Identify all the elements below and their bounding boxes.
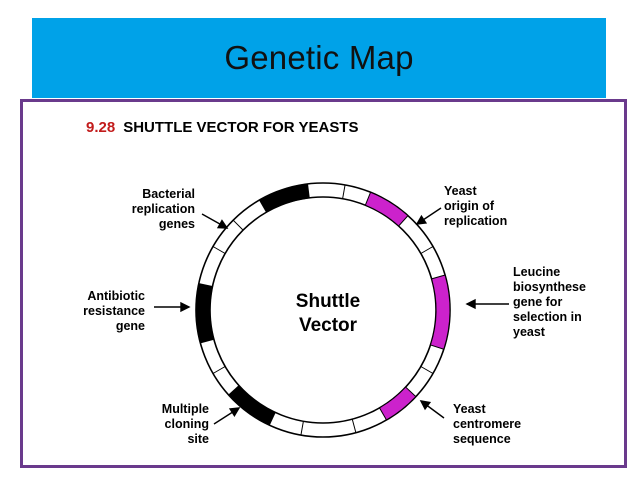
yeast-origin-segment (364, 191, 409, 227)
ring-divider (232, 219, 244, 231)
plasmid-diagram (154, 182, 509, 438)
ring-divider (351, 419, 357, 433)
label-line: Yeast (453, 402, 486, 416)
label-line: replication (131, 202, 195, 216)
leucine-gene-segment (429, 274, 451, 350)
label-line: Multiple (161, 402, 209, 416)
ring-divider (342, 184, 346, 199)
label-line: biosynthese (513, 280, 586, 294)
ring-divider (212, 366, 226, 374)
title-bar: Genetic Map (32, 18, 606, 98)
yeast-centromere-segment (378, 386, 417, 421)
multiple-cloning-segment (227, 384, 276, 426)
label-line: Antibiotic (87, 289, 145, 303)
figure-heading: 9.28 SHUTTLE VECTOR FOR YEASTS (86, 119, 359, 136)
label-line: gene for (513, 295, 563, 309)
label-multiple-cloning-site: Multiple cloning site (127, 402, 209, 447)
label-line: origin of (444, 199, 494, 213)
label-line: Yeast (444, 184, 477, 198)
figure-number: 9.28 (86, 119, 116, 136)
ring-divider (212, 246, 226, 254)
label-line: centromere (453, 417, 522, 431)
label-line: genes (158, 217, 195, 231)
label-line: Bacterial (142, 187, 195, 201)
ring-divider (300, 421, 304, 436)
slide-title: Genetic Map (224, 39, 414, 76)
label-line: selection in (513, 310, 582, 324)
antibiotic-resistance-segment (195, 283, 215, 344)
center-label-line-2: Vector (298, 315, 358, 336)
label-yeast-origin: Yeast origin of replication (444, 184, 507, 229)
label-line: sequence (453, 432, 511, 446)
figure-frame: 9.28 SHUTTLE VECTOR FOR YEASTS Shuttle Ve… (20, 99, 627, 468)
arrow-yeast-centromere-head (419, 400, 432, 411)
label-line: yeast (513, 325, 545, 339)
bacterial-replication-segment (258, 183, 310, 213)
arrow-bacterial-replication-head (216, 219, 229, 229)
arrow-antibiotic-resistance-head (180, 301, 191, 313)
label-leucine-gene: Leucine biosynthese gene for selection i… (513, 265, 586, 340)
label-line: cloning (164, 417, 209, 431)
label-yeast-centromere: Yeast centromere sequence (453, 402, 521, 447)
label-antibiotic-resistance: Antibiotic resistance gene (49, 289, 145, 334)
label-line: resistance (83, 304, 145, 318)
label-line: replication (444, 214, 508, 228)
figure-heading-text: SHUTTLE VECTOR FOR YEASTS (123, 119, 359, 136)
center-label-line-1: Shuttle (295, 291, 361, 312)
center-label: Shuttle Vector (275, 290, 381, 338)
label-line: Leucine (513, 265, 561, 279)
ring-divider (420, 366, 434, 374)
arrow-leucine-gene-head (465, 298, 476, 310)
label-line: gene (115, 319, 145, 333)
arrow-yeast-origin-head (415, 214, 428, 225)
label-bacterial-replication: Bacterial replication genes (103, 187, 195, 232)
arrow-multiple-cloning-head (228, 407, 241, 418)
ring-divider (420, 246, 434, 254)
label-line: site (187, 432, 209, 446)
